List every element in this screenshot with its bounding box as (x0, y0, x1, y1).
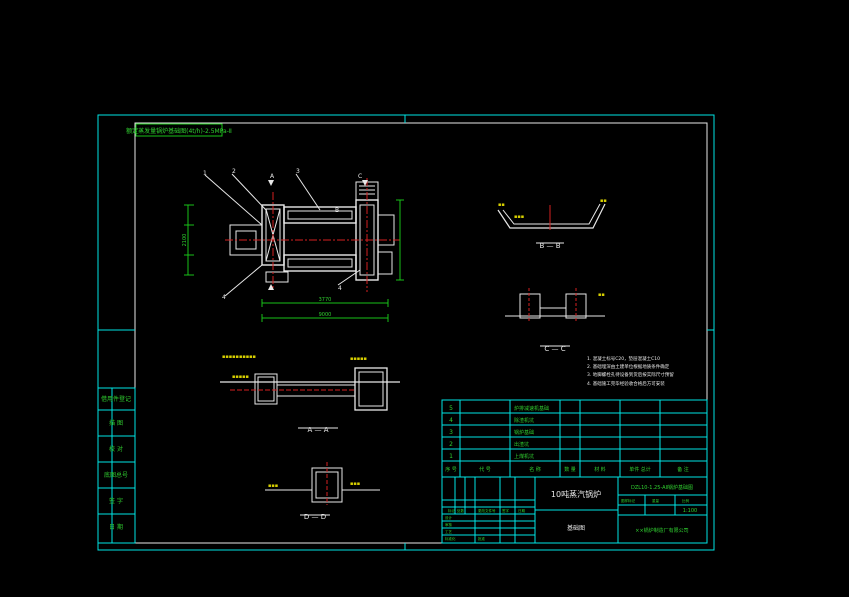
mark-a: A (270, 173, 275, 180)
strip-text-4: 底图总号 (104, 471, 128, 479)
part-name-3: 锅炉基础 (514, 429, 534, 436)
svg-text:▪▪: ▪▪ (498, 202, 505, 208)
section-aa: ▪▪▪▪▪▪▪▪▪▪ ▪▪▪▪▪ ▪▪▪▪▪ A — A (220, 354, 400, 434)
svg-text:▪▪▪: ▪▪▪ (268, 483, 278, 489)
plan-title-box: 额定蒸发量锅炉基础图(4t/h)-2.5MPa-Ⅱ (126, 123, 232, 137)
notes: 1. 混凝土标号C20，垫层混凝土C10 2. 基础埋深由土建单位根据地质条件确… (587, 355, 674, 387)
tb-small-7: 审核 (445, 522, 453, 527)
note-4: 4. 基础施工完毕经验收合格后方可安装 (587, 380, 665, 387)
note-2: 2. 基础埋深由土建单位根据地质条件确定 (587, 363, 670, 370)
part-name-4: 除渣机坑 (514, 417, 534, 424)
section-bb: ▪▪ ▪▪▪ ▪▪ B — B (497, 198, 607, 250)
callout-1: 1 (203, 170, 207, 177)
strip-text-5: 签 字 (109, 497, 123, 505)
drawing-frame (97, 114, 715, 551)
hdr-qty: 数 量 (564, 466, 576, 473)
note-1: 1. 混凝土标号C20，垫层混凝土C10 (587, 355, 660, 362)
tb-small-4: 签字 (502, 508, 510, 513)
plan-dim-bottom-2: 9000 (319, 312, 332, 318)
section-dd: ▪▪▪ ▪▪▪ D — D (265, 462, 380, 521)
note-3: 3. 地脚螺栓孔待设备到货后按实际尺寸预留 (587, 371, 674, 378)
tb-small-8: 工艺 (445, 529, 453, 534)
part-name-5: 炉排减速机基础 (514, 405, 549, 412)
svg-text:▪▪▪▪▪▪▪▪▪▪: ▪▪▪▪▪▪▪▪▪▪ (222, 354, 256, 360)
plan-dim-bottom-1: 3770 (319, 297, 332, 303)
label-dd: D — D (304, 513, 326, 521)
hdr-code: 代 号 (479, 466, 491, 473)
callout-4b: 4 (338, 285, 342, 292)
callout-2: 2 (232, 168, 236, 175)
tb-small-2: 处数 (457, 508, 465, 513)
hdr-no: 序 号 (445, 466, 457, 473)
strip-text-1: 借用件登记 (101, 395, 131, 403)
strip-text-3: 校 对 (109, 445, 123, 453)
svg-text:▪▪▪▪▪: ▪▪▪▪▪ (350, 356, 367, 362)
mark-b: B (335, 207, 339, 214)
tb-small-12: 重量 (652, 498, 660, 503)
label-cc: C — C (544, 345, 565, 353)
part-no-2: 2 (449, 441, 453, 448)
svg-text:▪▪▪: ▪▪▪ (350, 481, 360, 487)
tb-small-1: 标记 (448, 508, 456, 513)
svg-text:▪▪: ▪▪ (600, 198, 607, 204)
plan-view: 2100 3770 9000 1 2 3 4 4 A B C (182, 168, 404, 322)
mark-c: C (358, 173, 362, 180)
tb-small-6: 设计 (445, 515, 453, 520)
tb-product: 10吨蒸汽锅炉 (551, 489, 601, 499)
tb-small-9: 标准化 (445, 536, 456, 541)
tb-small-13: 比例 (682, 498, 690, 503)
strip-text-6: 日 期 (109, 523, 123, 531)
svg-text:▪▪▪▪▪: ▪▪▪▪▪ (232, 374, 249, 380)
part-no-4: 4 (449, 417, 453, 424)
svg-text:▪▪▪: ▪▪▪ (514, 214, 524, 220)
svg-text:▪▪: ▪▪ (598, 292, 605, 298)
plan-dim-left: 2100 (182, 234, 188, 247)
part-name-1: 上煤机坑 (514, 453, 534, 460)
hdr-weight: 单件 总计 (629, 466, 651, 473)
tb-small-5: 日期 (518, 508, 526, 513)
hdr-material: 材 料 (594, 466, 606, 473)
label-aa: A — A (307, 426, 328, 434)
label-bb: B — B (539, 242, 560, 250)
callout-4a: 4 (222, 294, 226, 301)
part-no-5: 5 (449, 405, 453, 412)
tb-scale: 1:100 (683, 508, 697, 514)
tb-company: ××锅炉制造厂有限公司 (635, 527, 688, 534)
strip-text-2: 描 图 (109, 419, 123, 427)
tb-small-11: 图样标记 (621, 498, 635, 503)
tb-sheet-title: 基础图 (567, 524, 585, 532)
hdr-name: 名 称 (529, 466, 541, 473)
callout-3: 3 (296, 168, 300, 175)
part-no-1: 1 (449, 453, 453, 460)
part-name-2: 出渣坑 (514, 441, 529, 448)
plan-title: 额定蒸发量锅炉基础图(4t/h)-2.5MPa-Ⅱ (126, 127, 232, 135)
section-cc: ▪▪ C — C (505, 288, 605, 353)
parts-table: 5 炉排减速机基础 4 除渣机坑 3 锅炉基础 2 出渣坑 1 上煤机坑 序 号… (441, 399, 708, 478)
tb-drawing-no: DZL10-1.25-AⅡ锅炉基础图 (631, 484, 693, 491)
title-block: 标记 处数 更改文件号 签字 日期 设计 审核 工艺 标准化 批准 图样标记 重… (441, 476, 708, 544)
part-no-3: 3 (449, 429, 453, 436)
left-strip: 借用件登记 描 图 校 对 底图总号 签 字 日 期 (97, 387, 136, 544)
tb-small-10: 批准 (478, 536, 486, 541)
hdr-remark: 备 注 (677, 466, 689, 473)
tb-small-3: 更改文件号 (478, 508, 496, 513)
